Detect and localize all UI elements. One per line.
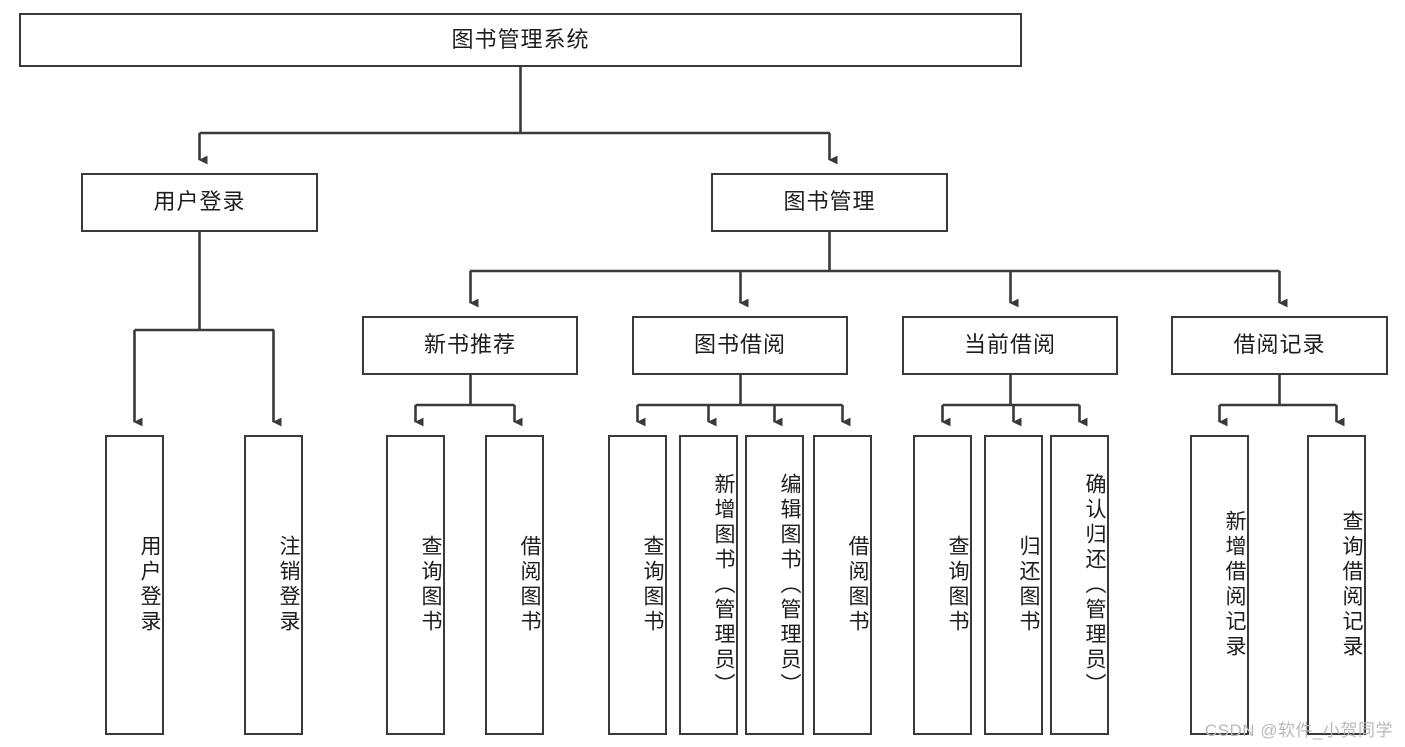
node-leaf-add-record[interactable]: 新增借阅记录 bbox=[1190, 435, 1249, 735]
node-root-system[interactable]: 图书管理系统 bbox=[19, 13, 1022, 67]
node-book-borrow[interactable]: 图书借阅 bbox=[632, 316, 848, 375]
node-leaf-query-book-2[interactable]: 查询图书 bbox=[608, 435, 667, 735]
node-label: 确认归还（管理员） bbox=[1083, 472, 1106, 698]
node-label: 查询图书 bbox=[419, 535, 442, 635]
node-leaf-query-book-1[interactable]: 查询图书 bbox=[386, 435, 445, 735]
node-label: 查询借阅记录 bbox=[1340, 510, 1363, 660]
node-leaf-user-logout[interactable]: 注销登录 bbox=[244, 435, 303, 735]
node-borrow-record[interactable]: 借阅记录 bbox=[1171, 316, 1388, 375]
node-label: 新增图书（管理员） bbox=[712, 472, 735, 698]
node-leaf-return-book[interactable]: 归还图书 bbox=[984, 435, 1043, 735]
node-label: 归还图书 bbox=[1017, 535, 1040, 635]
node-label: 编辑图书（管理员） bbox=[778, 472, 801, 698]
node-leaf-borrow-book-2[interactable]: 借阅图书 bbox=[813, 435, 872, 735]
node-label: 用户登录 bbox=[138, 535, 161, 635]
node-leaf-borrow-book-1[interactable]: 借阅图书 bbox=[485, 435, 544, 735]
node-label: 查询图书 bbox=[946, 535, 969, 635]
node-leaf-query-book-3[interactable]: 查询图书 bbox=[913, 435, 972, 735]
node-book-manage[interactable]: 图书管理 bbox=[711, 173, 948, 232]
node-current-borrow[interactable]: 当前借阅 bbox=[902, 316, 1118, 375]
node-user-login[interactable]: 用户登录 bbox=[81, 173, 318, 232]
node-label: 图书借阅 bbox=[693, 332, 786, 358]
node-label: 借阅图书 bbox=[518, 535, 541, 635]
node-leaf-query-record[interactable]: 查询借阅记录 bbox=[1307, 435, 1366, 735]
node-label: 借阅记录 bbox=[1233, 332, 1326, 358]
node-label: 当前借阅 bbox=[963, 332, 1056, 358]
node-leaf-user-login[interactable]: 用户登录 bbox=[105, 435, 164, 735]
watermark-text: CSDN @软件_小贺同学 bbox=[1204, 721, 1393, 740]
node-leaf-add-book[interactable]: 新增图书（管理员） bbox=[679, 435, 738, 735]
node-label: 借阅图书 bbox=[846, 535, 869, 635]
node-label: 图书管理 bbox=[783, 189, 876, 215]
node-new-book-rec[interactable]: 新书推荐 bbox=[362, 316, 578, 375]
node-label: 新书推荐 bbox=[423, 332, 516, 358]
node-label: 图书管理系统 bbox=[451, 26, 590, 52]
node-leaf-edit-book[interactable]: 编辑图书（管理员） bbox=[745, 435, 804, 735]
node-label: 新增借阅记录 bbox=[1223, 510, 1246, 660]
node-leaf-confirm-return[interactable]: 确认归还（管理员） bbox=[1050, 435, 1109, 735]
node-label: 注销登录 bbox=[277, 535, 300, 635]
node-label: 用户登录 bbox=[153, 189, 246, 215]
node-label: 查询图书 bbox=[641, 535, 664, 635]
